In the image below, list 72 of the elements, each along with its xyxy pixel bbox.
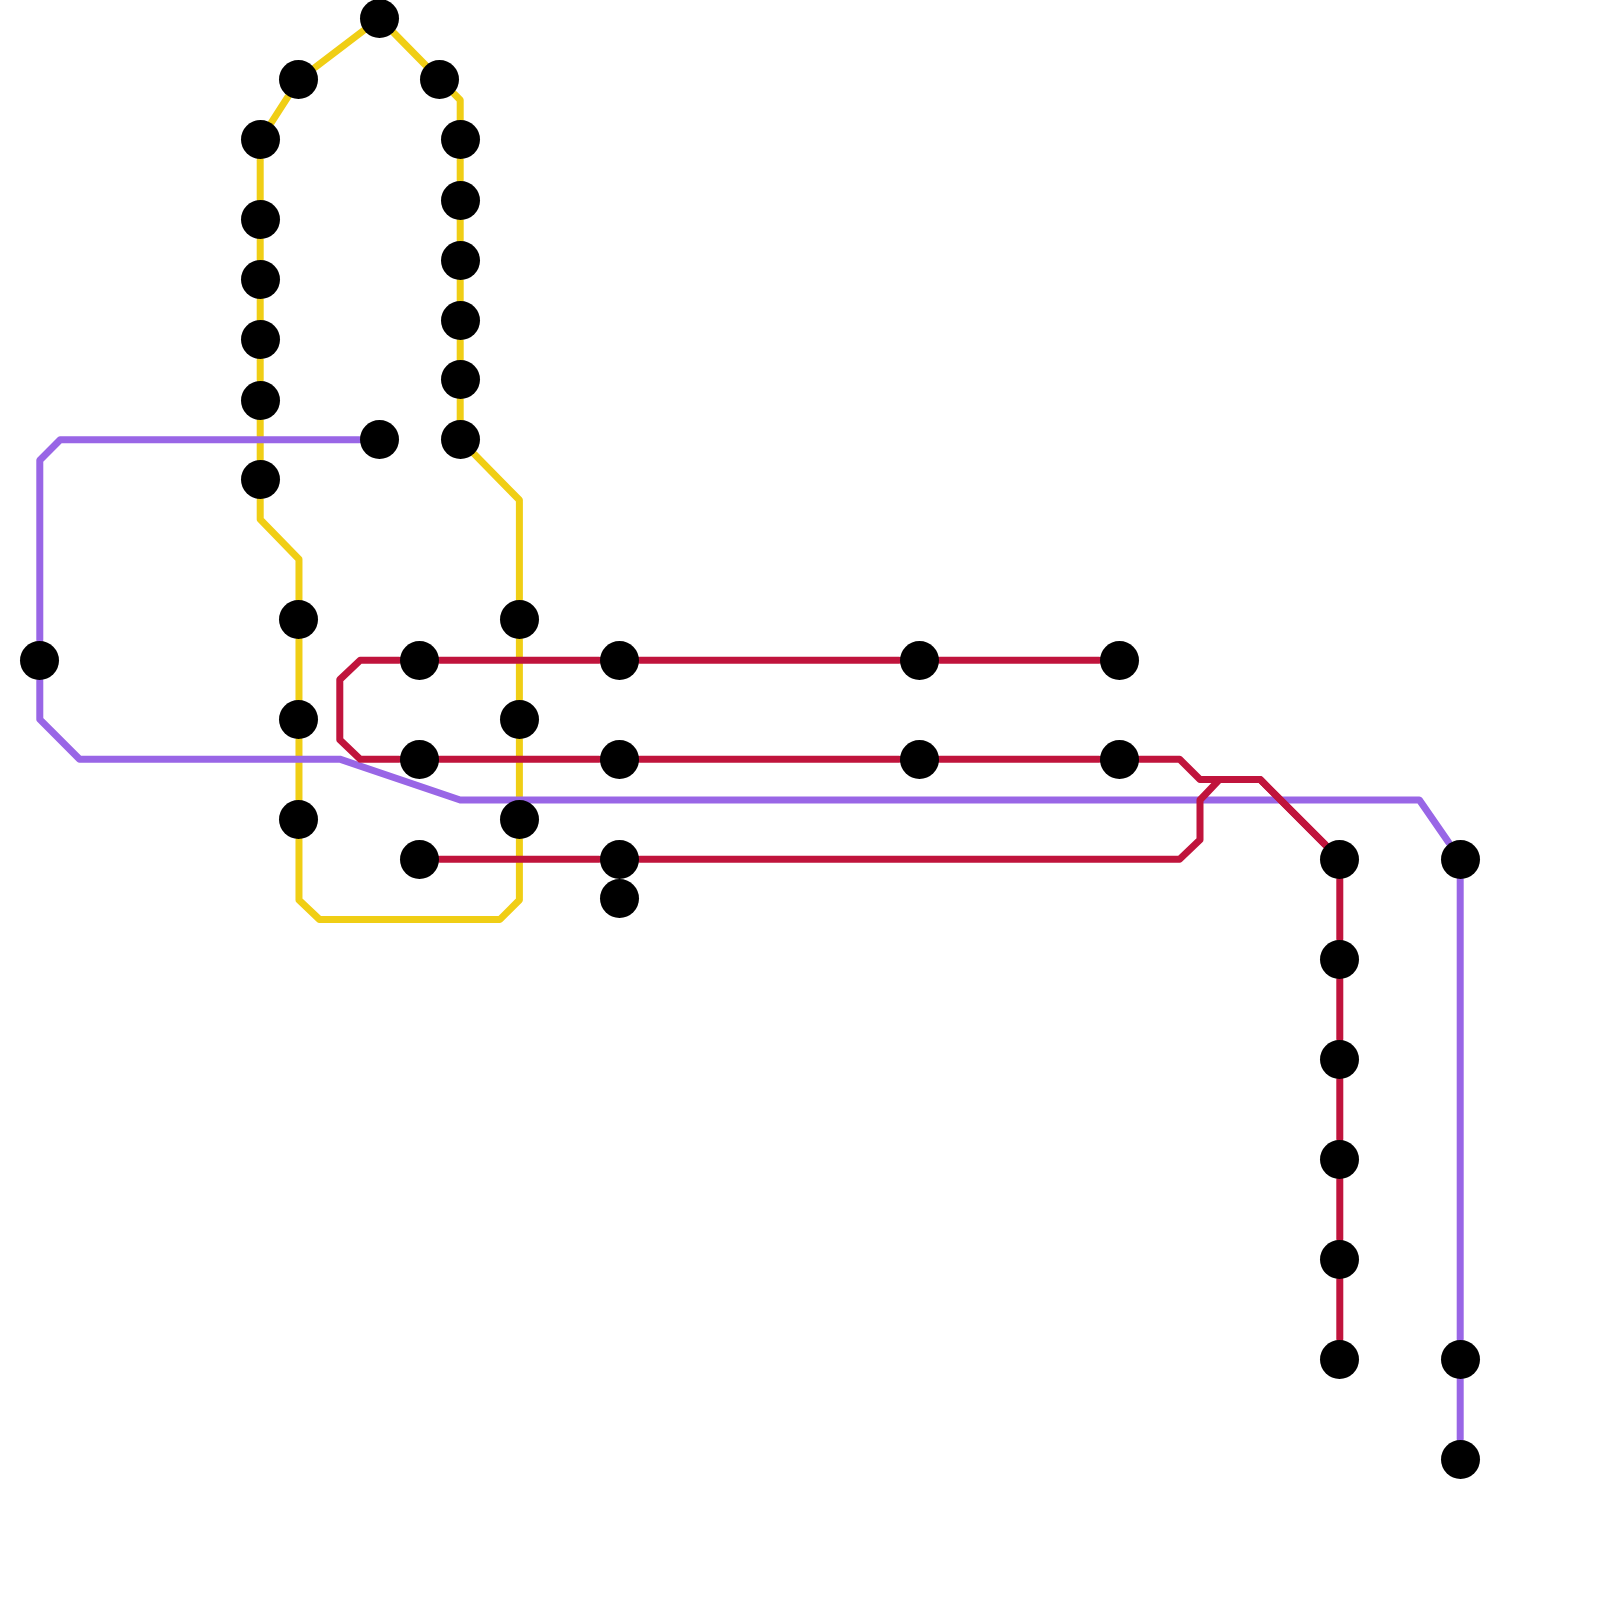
route-line (267, 93, 292, 127)
station-dot (499, 599, 539, 639)
station-dot (440, 240, 480, 280)
station-dot (440, 360, 480, 400)
station-dot (1320, 1239, 1360, 1279)
route-line (1456, 876, 1464, 1343)
station-dot (1320, 939, 1360, 979)
station-dot (1320, 839, 1360, 879)
route-line (256, 236, 264, 263)
route-line (336, 656, 403, 763)
station-dot (279, 699, 319, 739)
station-dot (360, 0, 400, 38)
station-dot (420, 60, 460, 100)
route-line (256, 417, 264, 463)
station-dot (360, 420, 400, 460)
route-line (295, 836, 523, 923)
route-line (515, 636, 523, 703)
route-line (456, 217, 464, 244)
station-dot (599, 879, 639, 919)
station-dot (1099, 739, 1139, 779)
station-dot (240, 260, 280, 300)
station-dot (599, 839, 639, 879)
station-dot (1320, 1339, 1360, 1379)
route-line (1456, 1376, 1464, 1443)
station-dot (440, 180, 480, 220)
station-dot (20, 640, 60, 680)
route-line (256, 496, 303, 603)
station-dot (1320, 1139, 1360, 1179)
station-dot (599, 739, 639, 779)
route-line (295, 736, 303, 803)
route-line (256, 156, 264, 203)
station-dot (899, 739, 939, 779)
route-line (456, 277, 464, 304)
route-line (456, 396, 464, 423)
route-line (1336, 976, 1344, 1043)
route-line (450, 90, 464, 123)
route-line (1336, 876, 1344, 943)
station-dot (1440, 1439, 1480, 1479)
station-dot (279, 60, 319, 100)
station-dot (399, 640, 439, 680)
station-dot (440, 420, 480, 460)
route-line (1336, 1176, 1344, 1243)
station-dot (240, 460, 280, 500)
station-dot (1320, 1039, 1360, 1079)
station-dot (399, 739, 439, 779)
route-line (390, 29, 429, 69)
station-dot (399, 839, 439, 879)
station-dot (279, 799, 319, 839)
station-dot (1099, 640, 1139, 680)
station-dot (240, 380, 280, 420)
route-line (471, 450, 523, 603)
route-line (1336, 1276, 1344, 1343)
station-dot (240, 120, 280, 160)
route-line (36, 677, 1453, 846)
station-dot (899, 640, 939, 680)
route-line (456, 337, 464, 363)
route-line (311, 27, 367, 71)
station-dot (440, 300, 480, 340)
station-dot (279, 599, 319, 639)
route-line (1336, 1076, 1344, 1143)
station-dot (440, 120, 480, 160)
station-dot (240, 199, 280, 239)
route-line (256, 296, 264, 323)
route-line (456, 156, 464, 183)
route-line (256, 356, 264, 383)
station-dot (599, 640, 639, 680)
station-dot (1440, 1339, 1480, 1379)
station-dot (499, 699, 539, 739)
route-line (295, 636, 303, 703)
station-dot (240, 320, 280, 360)
station-dot (499, 799, 539, 839)
station-dot (1440, 839, 1480, 879)
